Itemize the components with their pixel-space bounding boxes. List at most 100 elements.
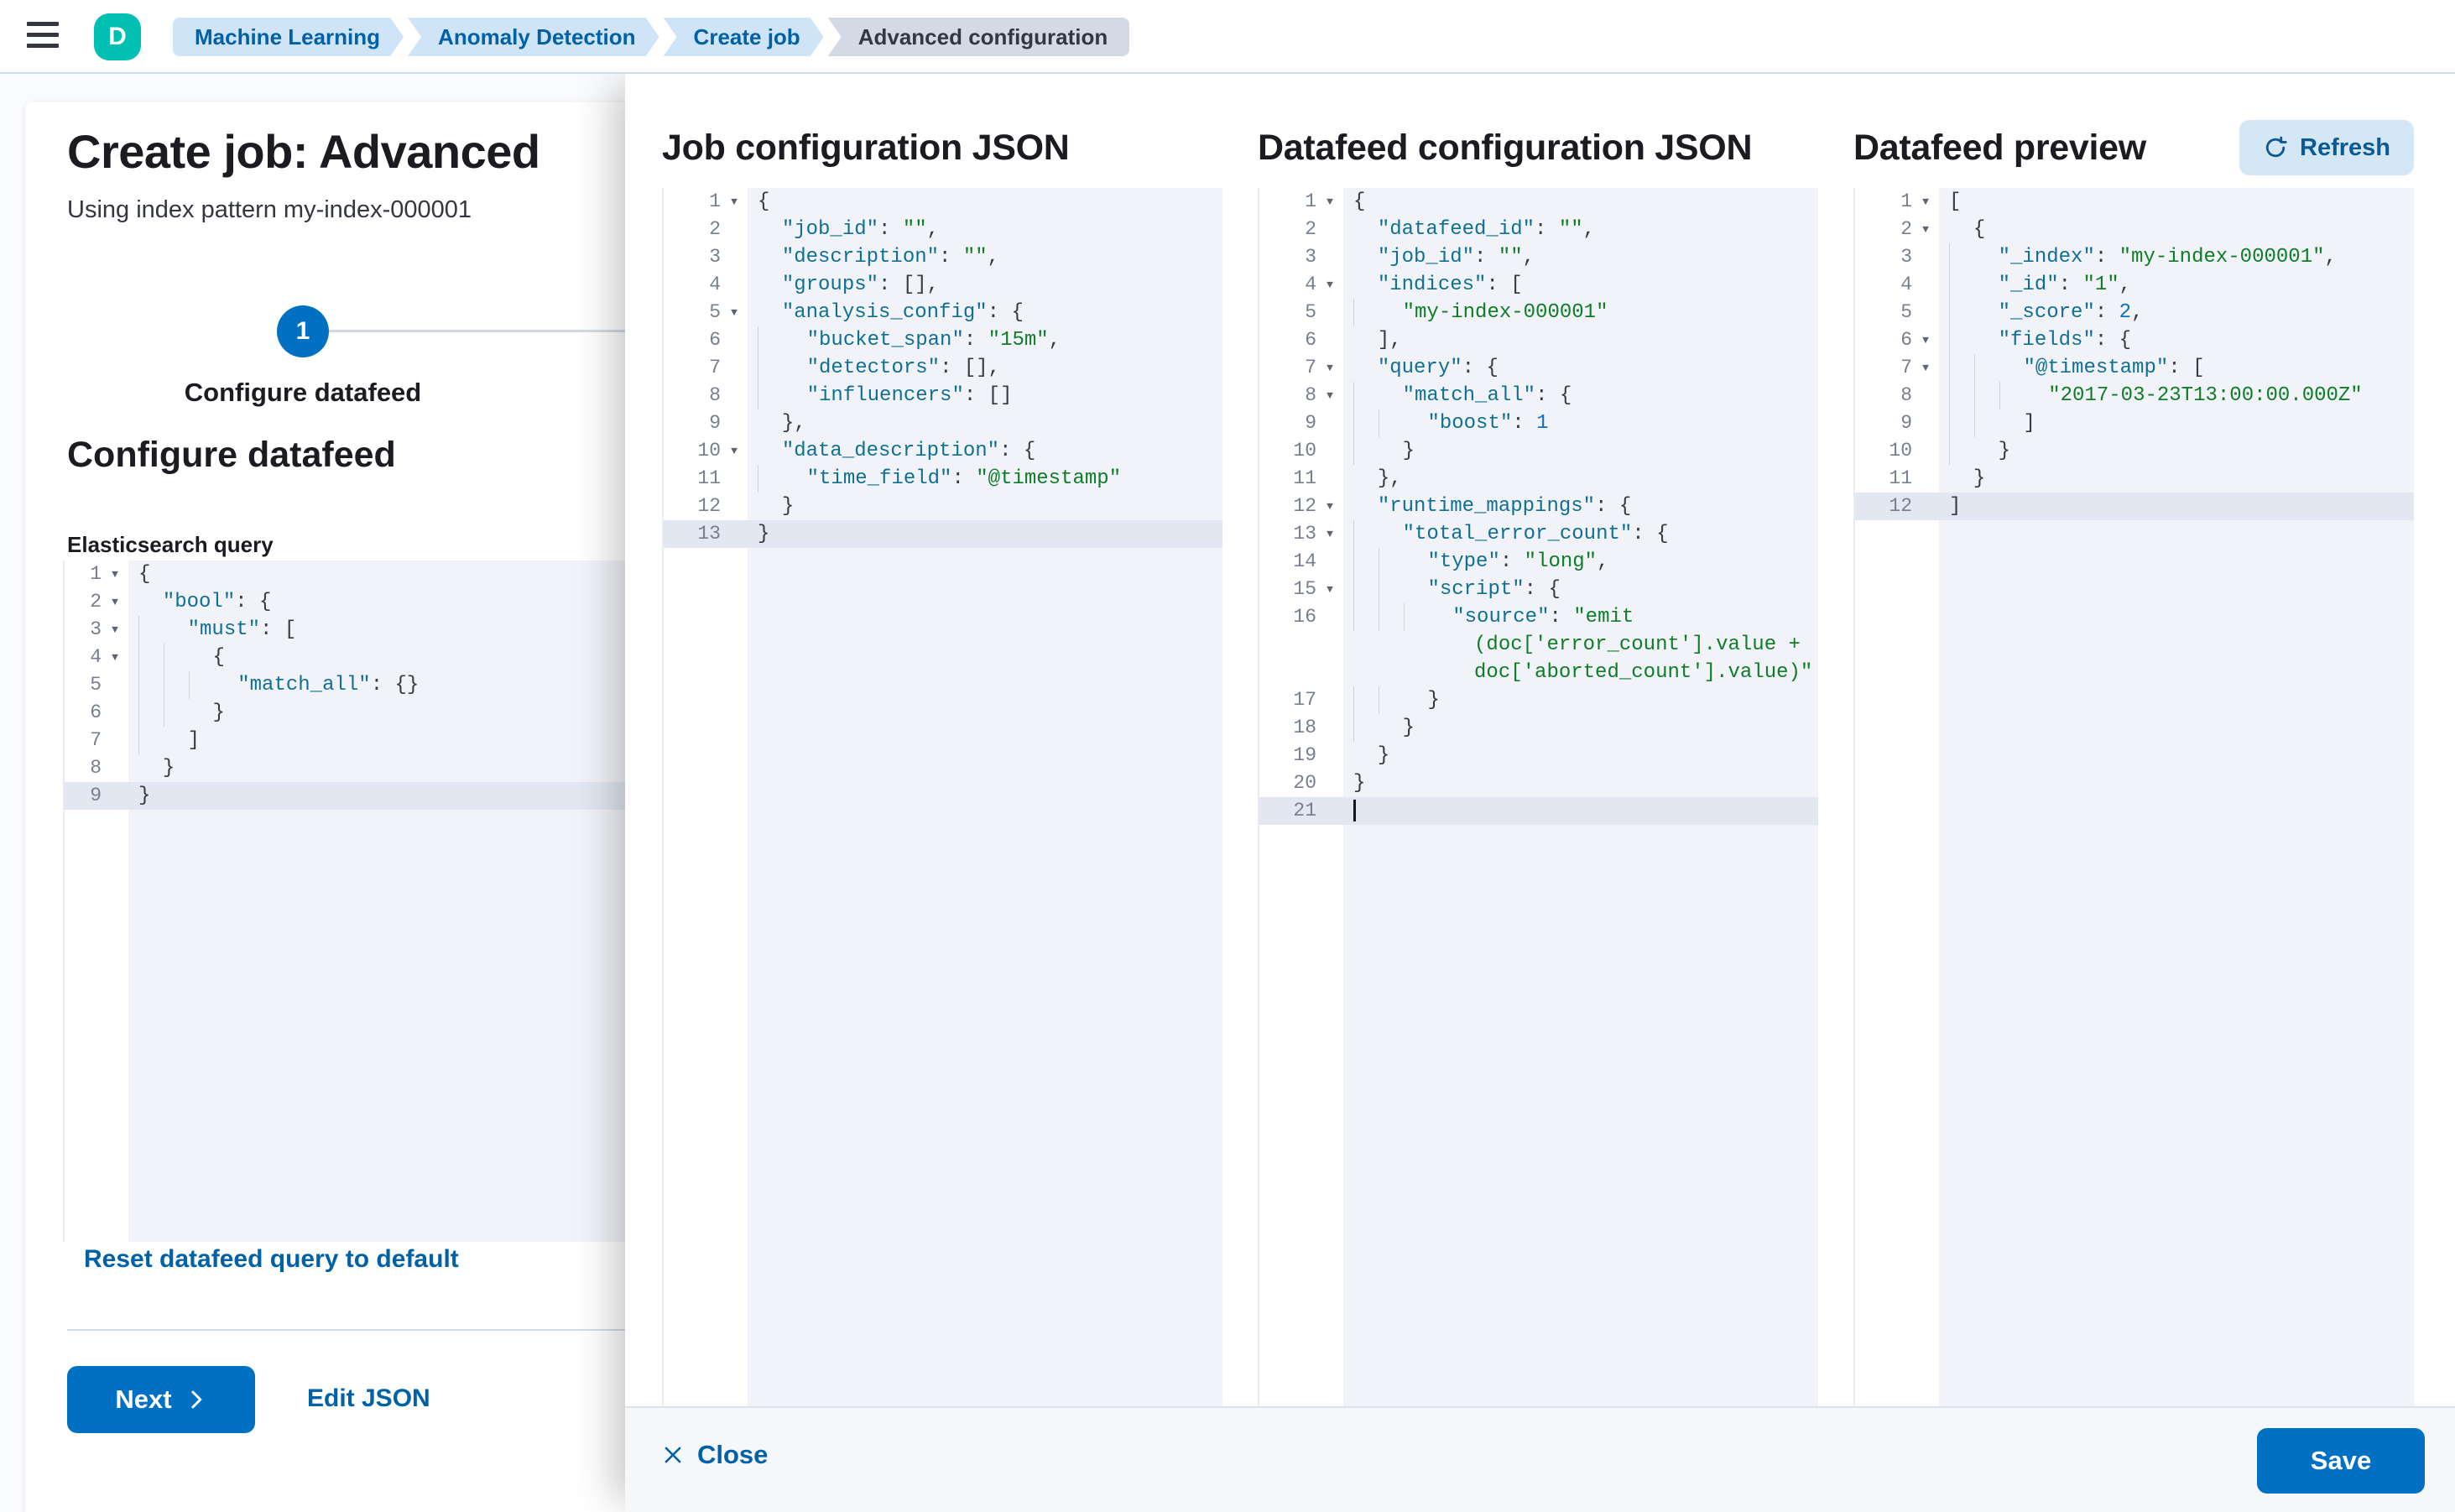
code-line: 5▼ "analysis_config": { — [664, 299, 1222, 326]
code-content: } — [748, 520, 1222, 548]
fold-arrow-icon[interactable]: ▼ — [731, 306, 738, 319]
fold-arrow-slot — [721, 243, 748, 271]
line-number: 14 — [1293, 550, 1316, 572]
fold-arrow-icon[interactable]: ▼ — [1922, 196, 1929, 208]
line-number: 10 — [1889, 440, 1912, 461]
breadcrumb: Machine Learning Anomaly Detection Creat… — [173, 18, 1130, 56]
code-content: { — [1939, 216, 2414, 243]
line-gutter — [1259, 825, 1343, 1406]
elasticsearch-query-editor[interactable]: 1▼{2▼ "bool": {3▼ "must": [4▼ {5 "match_… — [63, 560, 625, 1242]
code-line: 8 "influencers": [] — [664, 382, 1222, 409]
code-content: } — [1343, 769, 1818, 797]
line-number: 2 — [1900, 218, 1912, 240]
job-configuration-editor[interactable]: 1▼{2 "job_id": "",3 "description": "",4 … — [662, 188, 1222, 1406]
datafeed-configuration-editor[interactable]: 1▼{2 "datafeed_id": "",3 "job_id": "",4▼… — [1258, 188, 1818, 1406]
fold-arrow-slot — [1912, 382, 1939, 409]
datafeed-preview-editor[interactable]: 1▼[2▼ {3 "_index": "my-index-000001",4 "… — [1853, 188, 2414, 1406]
code-line: (doc['error_count'].value + — [1259, 631, 1818, 659]
fold-arrow-icon[interactable]: ▼ — [112, 623, 118, 636]
indent-guide — [188, 671, 214, 699]
code-line: 7▼ "query": { — [1259, 354, 1818, 382]
line-gutter: 4▼ — [1259, 271, 1343, 299]
page-title: Create job: Advanced — [67, 125, 540, 178]
code-content: "indices": [ — [1343, 271, 1818, 299]
line-gutter: 11 — [1855, 465, 1939, 493]
fold-arrow-slot — [1316, 714, 1343, 742]
step-1-indicator[interactable]: 1 — [277, 305, 329, 357]
code-content — [1939, 520, 2414, 1406]
fold-arrow-icon[interactable]: ▼ — [731, 196, 738, 208]
indent-guide — [1353, 382, 1379, 409]
fold-arrow-slot — [1316, 326, 1343, 354]
close-button[interactable]: Close — [662, 1440, 768, 1470]
fold-arrow-icon[interactable]: ▼ — [1327, 196, 1333, 208]
line-number: 4 — [1900, 274, 1912, 295]
indent-guide — [758, 354, 783, 382]
code-content: "job_id": "", — [748, 216, 1222, 243]
fold-arrow-icon[interactable]: ▼ — [1327, 389, 1333, 402]
fold-arrow-slot — [1912, 243, 1939, 271]
reset-datafeed-query-link[interactable]: Reset datafeed query to default — [84, 1245, 459, 1273]
line-gutter: 2 — [664, 216, 748, 243]
code-content: { — [128, 644, 625, 671]
fold-arrow-icon[interactable]: ▼ — [1327, 528, 1333, 540]
line-gutter: 2▼ — [1855, 216, 1939, 243]
fold-arrow-icon[interactable]: ▼ — [1327, 362, 1333, 374]
code-content: } — [128, 782, 625, 810]
menu-icon[interactable] — [27, 22, 59, 52]
fold-arrow-icon[interactable]: ▼ — [1922, 362, 1929, 374]
fold-arrow-icon[interactable]: ▼ — [112, 568, 118, 581]
line-number: 6 — [1305, 329, 1316, 351]
line-gutter: 3 — [1259, 243, 1343, 271]
code-line: 3 "description": "", — [664, 243, 1222, 271]
save-button[interactable]: Save — [2257, 1428, 2425, 1494]
indent-guide — [1353, 409, 1379, 437]
code-content: "runtime_mappings": { — [1343, 493, 1818, 520]
refresh-button[interactable]: Refresh — [2239, 120, 2414, 175]
line-gutter: 7 — [664, 354, 748, 382]
indent-guide — [1378, 576, 1404, 603]
fold-arrow-slot — [721, 520, 748, 548]
line-gutter: 9 — [1259, 409, 1343, 437]
fold-arrow-icon[interactable]: ▼ — [1922, 223, 1929, 236]
line-number: 5 — [1900, 301, 1912, 323]
line-gutter — [1259, 631, 1343, 659]
fold-arrow-icon[interactable]: ▼ — [1327, 279, 1333, 291]
indent-guide — [1949, 299, 1974, 326]
edit-json-link[interactable]: Edit JSON — [307, 1384, 430, 1412]
line-gutter: 9 — [65, 782, 128, 810]
breadcrumb-create-job[interactable]: Create job — [664, 18, 824, 56]
fold-arrow-slot — [721, 465, 748, 493]
code-content: "2017-03-23T13:00:00.000Z" — [1939, 382, 2414, 409]
indent-guide — [163, 644, 189, 671]
code-content: "@timestamp": [ — [1939, 354, 2414, 382]
fold-arrow-icon[interactable]: ▼ — [1327, 500, 1333, 513]
line-number: 9 — [90, 785, 102, 806]
code-content: } — [1343, 686, 1818, 714]
code-line: 13▼ "total_error_count": { — [1259, 520, 1818, 548]
fold-arrow-slot — [1316, 216, 1343, 243]
indent-guide — [138, 644, 164, 671]
fold-arrow-icon[interactable]: ▼ — [1327, 583, 1333, 596]
fold-arrow-slot — [102, 671, 128, 699]
space-avatar[interactable]: D — [94, 13, 141, 60]
datafeed-preview-column: Datafeed preview Refresh 1▼[2▼ {3 "_inde… — [1853, 117, 2414, 1406]
code-content: } — [1939, 437, 2414, 465]
breadcrumb-machine-learning[interactable]: Machine Learning — [173, 18, 404, 56]
line-number — [1259, 659, 1316, 686]
fold-arrow-icon[interactable]: ▼ — [112, 596, 118, 608]
indent-guide — [138, 727, 164, 754]
line-gutter: 8 — [65, 754, 128, 782]
next-button[interactable]: Next — [67, 1366, 255, 1433]
code-content: }, — [1343, 465, 1818, 493]
fold-arrow-icon[interactable]: ▼ — [731, 445, 738, 457]
line-gutter: 12 — [664, 493, 748, 520]
fold-arrow-icon[interactable]: ▼ — [112, 651, 118, 664]
code-line: 3▼ "must": [ — [65, 616, 625, 644]
fold-arrow-icon[interactable]: ▼ — [1922, 334, 1929, 347]
code-content: "data_description": { — [748, 437, 1222, 465]
line-gutter: 6▼ — [1855, 326, 1939, 354]
breadcrumb-anomaly-detection[interactable]: Anomaly Detection — [408, 18, 659, 56]
code-content: { — [1343, 188, 1818, 216]
line-gutter: 5 — [1855, 299, 1939, 326]
